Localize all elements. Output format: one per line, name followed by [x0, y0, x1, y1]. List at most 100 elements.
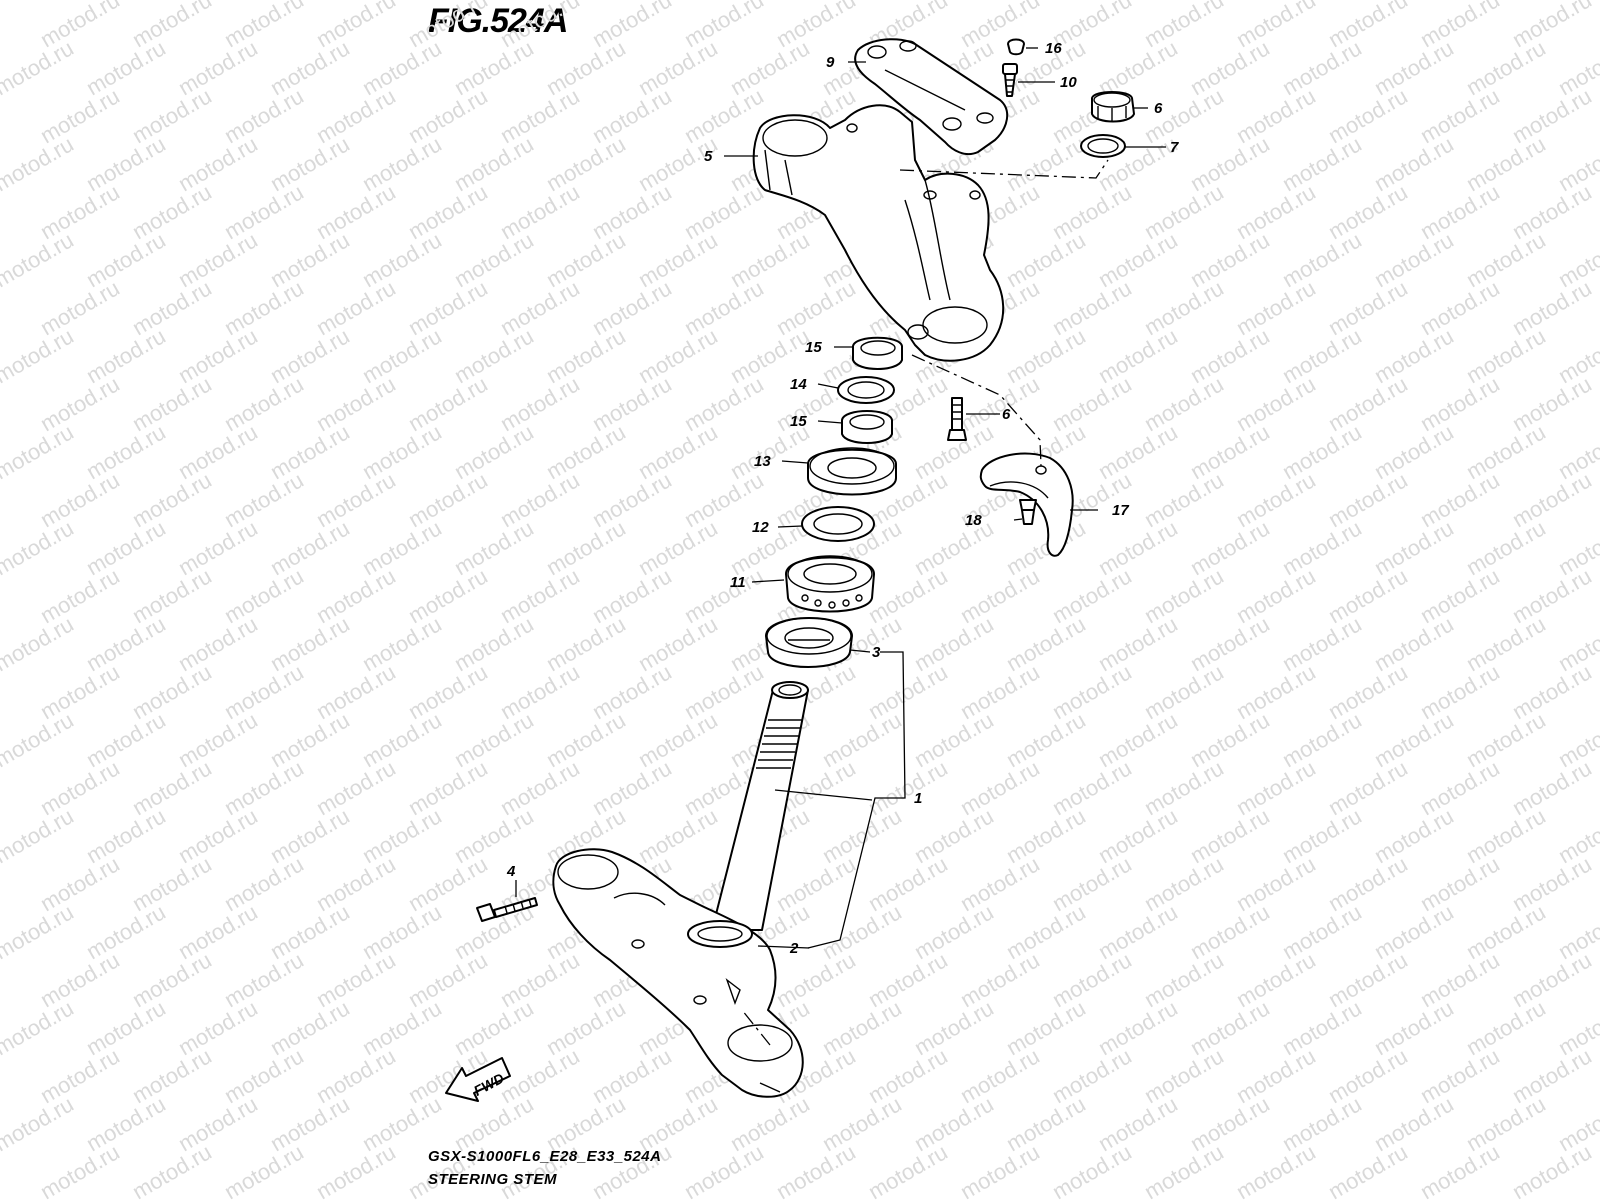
- watermark-text: motod.ru: [174, 611, 262, 676]
- steering-stem-shaft: [711, 681, 809, 931]
- watermark-text: motod.ru: [128, 1139, 216, 1200]
- watermark-text: motod.ru: [128, 1043, 216, 1108]
- watermark-text: motod.ru: [450, 323, 538, 388]
- watermark-text: motod.ru: [450, 35, 538, 100]
- watermark-text: motod.ru: [358, 227, 446, 292]
- watermark-text: motod.ru: [1508, 371, 1596, 436]
- watermark-text: motod.ru: [634, 611, 722, 676]
- watermark-text: motod.ru: [864, 563, 952, 628]
- watermark-text: motod.ru: [404, 275, 492, 340]
- watermark-text: motod.ru: [36, 1043, 124, 1108]
- watermark-text: motod.ru: [220, 563, 308, 628]
- watermark-text: motod.ru: [404, 179, 492, 244]
- watermark-text: motod.ru: [36, 563, 124, 628]
- watermark-text: motod.ru: [1324, 851, 1412, 916]
- watermark-text: motod.ru: [450, 611, 538, 676]
- watermark-text: motod.ru: [1048, 851, 1136, 916]
- watermark-text: motod.ru: [588, 755, 676, 820]
- watermark-text: motod.ru: [1278, 131, 1366, 196]
- watermark-text: motod.ru: [128, 179, 216, 244]
- watermark-text: motod.ru: [1094, 611, 1182, 676]
- watermark-text: motod.ru: [1416, 467, 1504, 532]
- watermark-text: motod.ru: [312, 947, 400, 1012]
- callout-5: 5: [704, 148, 713, 165]
- watermark-text: motod.ru: [496, 659, 584, 724]
- watermark-text: motod.ru: [1094, 515, 1182, 580]
- watermark-text: motod.ru: [1416, 947, 1504, 1012]
- watermark-text: motod.ru: [1140, 947, 1228, 1012]
- watermark-text: motod.ru: [634, 323, 722, 388]
- watermark-text: motod.ru: [680, 83, 768, 148]
- watermark-text: motod.ru: [588, 1043, 676, 1108]
- watermark-text: motod.ru: [1140, 851, 1228, 916]
- watermark-text: motod.ru: [128, 467, 216, 532]
- watermark-text: motod.ru: [542, 227, 630, 292]
- watermark-text: motod.ru: [1324, 755, 1412, 820]
- watermark-text: motod.ru: [680, 1139, 768, 1200]
- watermark-text: motod.ru: [266, 419, 354, 484]
- watermark-text: motod.ru: [128, 755, 216, 820]
- watermark-text: motod.ru: [864, 1139, 952, 1200]
- watermark-text: motod.ru: [726, 1091, 814, 1156]
- watermark-text: motod.ru: [1002, 803, 1090, 868]
- watermark-text: motod.ru: [910, 611, 998, 676]
- watermark-text: motod.ru: [1002, 515, 1090, 580]
- watermark-text: motod.ru: [1094, 899, 1182, 964]
- watermark-text: motod.ru: [956, 659, 1044, 724]
- watermark-text: motod.ru: [1462, 611, 1550, 676]
- watermark-text: motod.ru: [1002, 227, 1090, 292]
- watermark-text: motod.ru: [36, 275, 124, 340]
- watermark-text: motod.ru: [0, 995, 78, 1060]
- callout-4: 4: [506, 863, 516, 880]
- watermark-text: motod.ru: [220, 1139, 308, 1200]
- watermark-text: motod.ru: [818, 803, 906, 868]
- watermark-text: motod.ru: [588, 467, 676, 532]
- watermark-text: motod.ru: [0, 707, 78, 772]
- watermark-text: motod.ru: [358, 515, 446, 580]
- watermark-text: motod.ru: [956, 563, 1044, 628]
- watermark-text: motod.ru: [1324, 1139, 1412, 1200]
- watermark-text: motod.ru: [266, 227, 354, 292]
- watermark-text: motod.ru: [1370, 419, 1458, 484]
- watermark-text: motod.ru: [404, 83, 492, 148]
- watermark-text: motod.ru: [1186, 323, 1274, 388]
- watermark-text: motod.ru: [1232, 755, 1320, 820]
- watermark-text: motod.ru: [358, 707, 446, 772]
- watermark-text: motod.ru: [1186, 995, 1274, 1060]
- fwd-arrow-icon: FWD: [445, 1057, 511, 1102]
- callout-9: 9: [826, 54, 835, 71]
- bearing-11: [785, 555, 875, 613]
- watermark-text: motod.ru: [358, 131, 446, 196]
- watermark-text: motod.ru: [496, 467, 584, 532]
- watermark-text: motod.ru: [1370, 515, 1458, 580]
- watermark-text: motod.ru: [82, 803, 170, 868]
- watermark-text: motod.ru: [1508, 179, 1596, 244]
- cap-16: [1007, 38, 1025, 56]
- watermark-text: motod.ru: [82, 131, 170, 196]
- stopper-guard-17: [979, 452, 1074, 557]
- bolt-4: [476, 897, 538, 922]
- watermark-text: motod.ru: [1232, 659, 1320, 724]
- watermark-text: motod.ru: [1094, 707, 1182, 772]
- watermark-text: motod.ru: [174, 707, 262, 772]
- washer-14: [837, 376, 895, 404]
- watermark-text: motod.ru: [174, 35, 262, 100]
- watermark-text: motod.ru: [266, 611, 354, 676]
- watermark-text: motod.ru: [450, 803, 538, 868]
- watermark-text: motod.ru: [1094, 995, 1182, 1060]
- watermark-text: motod.ru: [1370, 227, 1458, 292]
- watermark-text: motod.ru: [818, 899, 906, 964]
- watermark-text: motod.ru: [588, 563, 676, 628]
- watermark-text: motod.ru: [266, 323, 354, 388]
- watermark-text: motod.ru: [680, 659, 768, 724]
- watermark-text: motod.ru: [82, 419, 170, 484]
- watermark-text: motod.ru: [128, 275, 216, 340]
- watermark-text: motod.ru: [82, 707, 170, 772]
- watermark-text: motod.ru: [358, 995, 446, 1060]
- watermark-text: motod.ru: [1002, 707, 1090, 772]
- watermark-text: motod.ru: [1186, 611, 1274, 676]
- watermark-text: motod.ru: [0, 323, 78, 388]
- watermark-text: motod.ru: [1278, 611, 1366, 676]
- watermark-text: motod.ru: [404, 467, 492, 532]
- watermark-text: motod.ru: [312, 275, 400, 340]
